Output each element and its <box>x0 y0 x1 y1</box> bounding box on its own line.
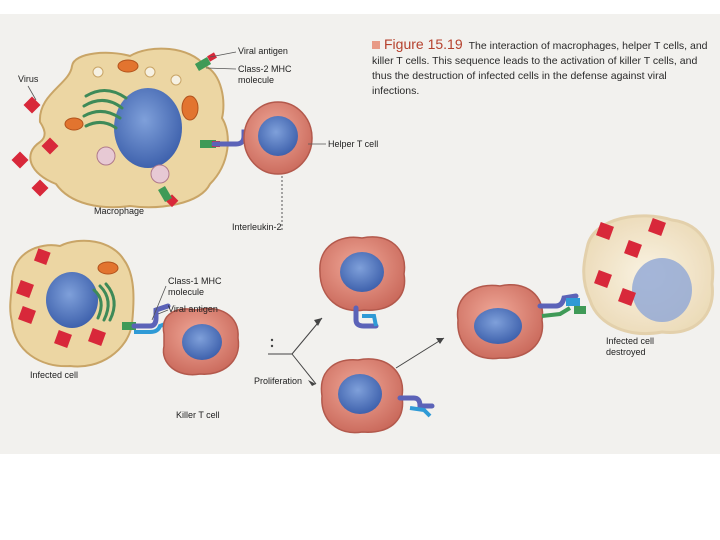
virus-particle <box>31 179 49 197</box>
helper-t-cell <box>211 101 313 175</box>
label-virus: Virus <box>18 74 39 84</box>
vesicle <box>144 66 156 78</box>
virus-particle <box>594 270 612 288</box>
label-viral-antigen-top: Viral antigen <box>238 46 288 56</box>
attacking-killer-t-cell <box>456 284 586 360</box>
diagram-canvas <box>9 47 715 434</box>
killer-t-cell <box>131 303 240 376</box>
class1-mhc-marker <box>122 322 136 330</box>
label-interleukin-2: Interleukin-2 <box>232 222 282 232</box>
label-viral-antigen-bottom: Viral antigen <box>168 304 218 314</box>
label-killer-t-cell: Killer T cell <box>176 410 220 420</box>
virus-particle <box>624 240 642 258</box>
destroyed-infected-cell <box>582 214 715 335</box>
macrophage-golgi <box>82 89 128 130</box>
proliferation-arrows <box>268 317 445 386</box>
class1-mhc-marker <box>574 306 586 314</box>
macrophage-nucleus <box>114 88 182 168</box>
label-macrophage: Macrophage <box>94 206 145 216</box>
virus-particle <box>23 96 41 114</box>
caption-bullet-icon <box>372 41 380 49</box>
virus-particle <box>596 222 614 240</box>
label-class2-mhc: Class-2 MHC molecule <box>238 64 292 85</box>
class2-mhc-marker <box>158 185 172 203</box>
virus-particle <box>88 328 106 346</box>
virus-particle <box>33 248 51 265</box>
macrophage-cell <box>29 47 229 209</box>
label-infected-cell-destroyed: Infected cell destroyed <box>606 336 655 357</box>
virus-particle <box>16 280 34 298</box>
vesicle <box>170 74 182 86</box>
activated-killer-t-cell-lower <box>320 358 435 434</box>
vesicle <box>150 164 170 184</box>
antigen-marker <box>566 298 580 306</box>
virus-particle <box>618 288 636 306</box>
figure-number: Figure 15.19 <box>384 36 463 52</box>
class2-mhc-marker <box>194 57 212 71</box>
caption-text: The interaction of macrophages, helper T… <box>372 40 708 97</box>
label-proliferation: Proliferation <box>254 376 303 386</box>
vesicle <box>92 66 104 78</box>
label-infected-cell: Infected cell <box>30 370 79 380</box>
virus-particle <box>54 330 72 348</box>
infected-cell <box>9 239 136 368</box>
activated-killer-t-cell-upper <box>319 236 406 329</box>
vesicle <box>96 146 116 166</box>
mitochondrion <box>181 95 199 121</box>
label-class1-mhc: Class-1 MHC molecule <box>168 276 222 297</box>
leader-lines <box>27 51 326 145</box>
label-helper-t-cell: Helper T cell <box>328 139 379 149</box>
virus-particle <box>18 306 36 324</box>
mitochondrion <box>64 117 84 131</box>
virus-particle <box>11 151 29 169</box>
class2-mhc-marker <box>200 140 216 148</box>
mitochondrion <box>117 59 139 73</box>
virus-particle <box>648 218 666 236</box>
